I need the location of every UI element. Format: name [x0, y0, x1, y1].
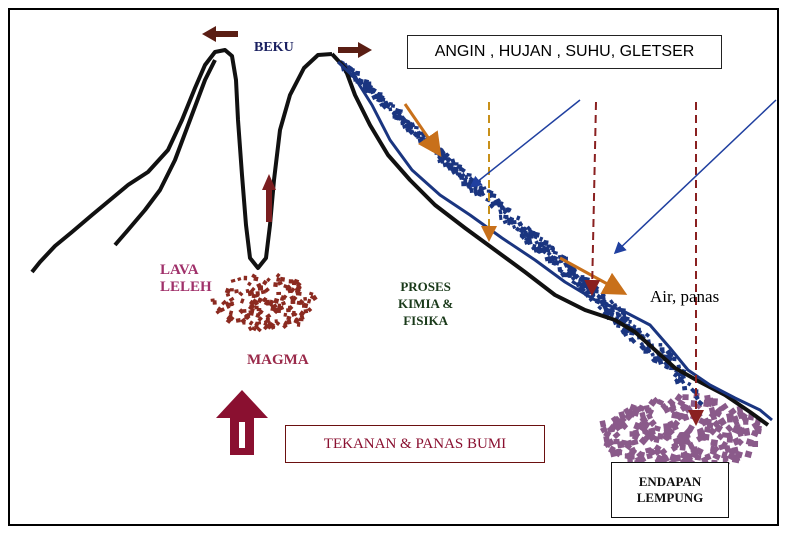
tekanan-box: TEKANAN & PANAS BUMI — [285, 425, 545, 463]
proses-label-line2: KIMIA & — [398, 295, 453, 312]
lava-blob — [211, 273, 318, 332]
big-up-arrow-slot — [239, 422, 245, 448]
proses-label: PROSES KIMIA & FISIKA — [398, 278, 453, 329]
diagram-frame: BEKU ANGIN , HUJAN , SUHU, GLETSER LAVA … — [8, 8, 779, 526]
proses-label-line1: PROSES — [398, 278, 453, 295]
lava-label-line1: LAVA — [160, 262, 212, 279]
endapan-label-line2: LEMPUNG — [637, 490, 703, 506]
mountain-outline-left — [32, 50, 332, 272]
beku-label: BEKU — [254, 40, 294, 56]
left-arrow-icon — [202, 26, 238, 42]
lava-label: LAVA LELEH — [160, 262, 212, 296]
weather-factors-label: ANGIN , HUJAN , SUHU, GLETSER — [435, 43, 695, 61]
tekanan-label: TEKANAN & PANAS BUMI — [324, 436, 506, 453]
proses-label-line3: FISIKA — [398, 312, 453, 329]
lava-label-line2: LELEH — [160, 279, 212, 296]
red-dashed-arrow-1 — [592, 102, 596, 292]
air-panas-label: Air, panas — [650, 287, 719, 307]
endapan-label-line1: ENDAPAN — [639, 474, 702, 490]
weather-factors-box: ANGIN , HUJAN , SUHU, GLETSER — [407, 35, 722, 69]
right-arrow-icon — [338, 42, 372, 58]
sediment-dots — [339, 60, 704, 406]
endapan-box: ENDAPAN LEMPUNG — [611, 462, 729, 518]
magma-label: MAGMA — [247, 352, 309, 369]
